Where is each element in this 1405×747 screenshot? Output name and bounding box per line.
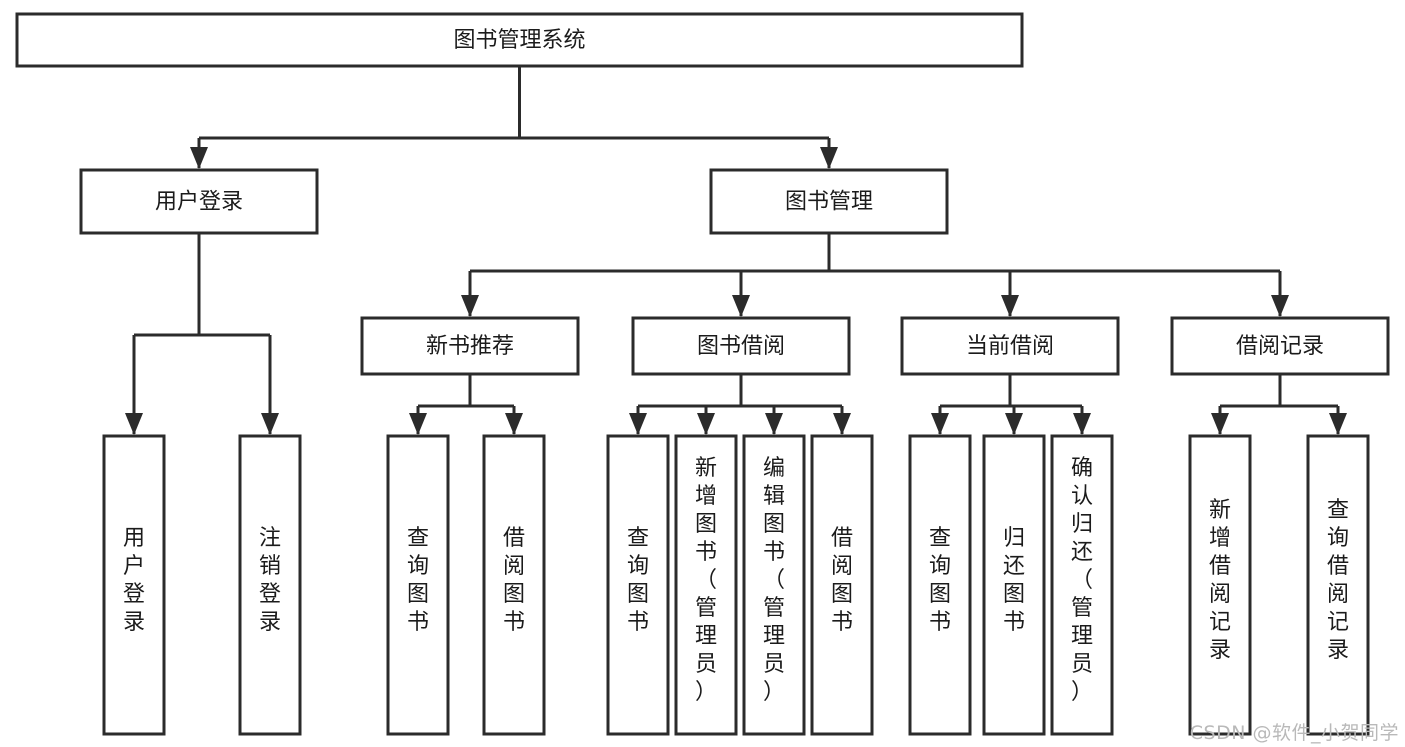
node-leaf-8-查询图书-rect (908, 434, 972, 736)
node-level2-图书管理[interactable]: 图书管理 (709, 168, 949, 235)
node-level3-新书推荐-rect (360, 316, 580, 376)
node-leaf-12-查询借阅记录[interactable]: 查询借阅记录 (1306, 434, 1370, 736)
connector-edges (125, 66, 1347, 435)
node-leaf-10-确认归还管理员[interactable]: 确认归还（管理员） (1050, 434, 1114, 736)
node-leaf-9-归还图书[interactable]: 归还图书 (982, 434, 1046, 736)
node-leaf-12-查询借阅记录-label: 查询借阅记录 (1327, 498, 1349, 663)
node-root-图书管理系统-label: 图书管理系统 (453, 28, 585, 53)
node-leaf-6-编辑图书管理员-label: 编辑图书（管理员） (763, 456, 785, 705)
node-leaf-11-新增借阅记录-label: 新增借阅记录 (1209, 498, 1231, 663)
node-leaf-2-查询图书-rect (386, 434, 450, 736)
node-leaf-12-查询借阅记录-rect (1306, 434, 1370, 736)
node-leaf-0-用户登录-rect (102, 434, 166, 736)
node-leaf-11-新增借阅记录-rect (1188, 434, 1252, 736)
node-level3-图书借阅[interactable]: 图书借阅 (631, 316, 851, 376)
node-leaf-10-确认归还管理员-rect (1050, 434, 1114, 736)
node-leaf-6-编辑图书管理员[interactable]: 编辑图书（管理员） (742, 434, 806, 736)
node-leaf-5-新增图书管理员-label: 新增图书（管理员） (695, 456, 717, 705)
node-leaf-2-查询图书-label: 查询图书 (407, 526, 429, 635)
node-level3-借阅记录-label: 借阅记录 (1236, 334, 1324, 359)
node-leaf-0-用户登录-label: 用户登录 (123, 526, 145, 635)
node-level3-当前借阅[interactable]: 当前借阅 (900, 316, 1120, 376)
node-leaf-9-归还图书-label: 归还图书 (1003, 526, 1025, 635)
node-leaf-10-确认归还管理员-label: 确认归还（管理员） (1071, 456, 1093, 705)
node-leaf-8-查询图书-label: 查询图书 (929, 526, 951, 635)
node-leaf-2-查询图书[interactable]: 查询图书 (386, 434, 450, 736)
node-leaf-7-借阅图书[interactable]: 借阅图书 (810, 434, 874, 736)
node-leaf-7-借阅图书-label: 借阅图书 (831, 526, 853, 635)
node-level3-新书推荐[interactable]: 新书推荐 (360, 316, 580, 376)
node-leaf-3-借阅图书[interactable]: 借阅图书 (482, 434, 546, 736)
node-leaf-3-借阅图书-label: 借阅图书 (503, 526, 525, 635)
node-leaf-1-注销登录[interactable]: 注销登录 (238, 434, 302, 736)
node-leaf-1-注销登录-rect (238, 434, 302, 736)
node-level3-借阅记录-rect (1170, 316, 1390, 376)
node-leaf-0-用户登录[interactable]: 用户登录 (102, 434, 166, 736)
csdn-watermark: CSDN @软件_小贺同学 (1189, 722, 1399, 744)
node-level3-图书借阅-label: 图书借阅 (697, 334, 785, 359)
node-leaf-6-编辑图书管理员-rect (742, 434, 806, 736)
node-root-图书管理系统-rect (15, 12, 1024, 68)
node-level2-用户登录-label: 用户登录 (155, 190, 243, 215)
node-leaf-4-查询图书-label: 查询图书 (627, 526, 649, 635)
node-level3-图书借阅-rect (631, 316, 851, 376)
node-level2-用户登录[interactable]: 用户登录 (79, 168, 319, 235)
node-leaf-5-新增图书管理员-rect (674, 434, 738, 736)
node-level2-图书管理-rect (709, 168, 949, 235)
node-boxes: 图书管理系统用户登录图书管理新书推荐图书借阅当前借阅借阅记录用户登录注销登录查询… (15, 12, 1390, 736)
node-level3-新书推荐-label: 新书推荐 (426, 334, 514, 359)
node-level3-当前借阅-rect (900, 316, 1120, 376)
node-leaf-4-查询图书-rect (606, 434, 670, 736)
node-leaf-7-借阅图书-rect (810, 434, 874, 736)
node-leaf-8-查询图书[interactable]: 查询图书 (908, 434, 972, 736)
node-level2-图书管理-label: 图书管理 (785, 190, 873, 215)
node-level3-借阅记录[interactable]: 借阅记录 (1170, 316, 1390, 376)
node-leaf-4-查询图书[interactable]: 查询图书 (606, 434, 670, 736)
node-leaf-3-借阅图书-rect (482, 434, 546, 736)
node-level2-用户登录-rect (79, 168, 319, 235)
node-leaf-9-归还图书-rect (982, 434, 1046, 736)
node-level3-当前借阅-label: 当前借阅 (966, 334, 1054, 359)
node-root-图书管理系统[interactable]: 图书管理系统 (15, 12, 1024, 68)
node-leaf-11-新增借阅记录[interactable]: 新增借阅记录 (1188, 434, 1252, 736)
node-leaf-1-注销登录-label: 注销登录 (259, 526, 281, 635)
node-leaf-5-新增图书管理员[interactable]: 新增图书（管理员） (674, 434, 738, 736)
